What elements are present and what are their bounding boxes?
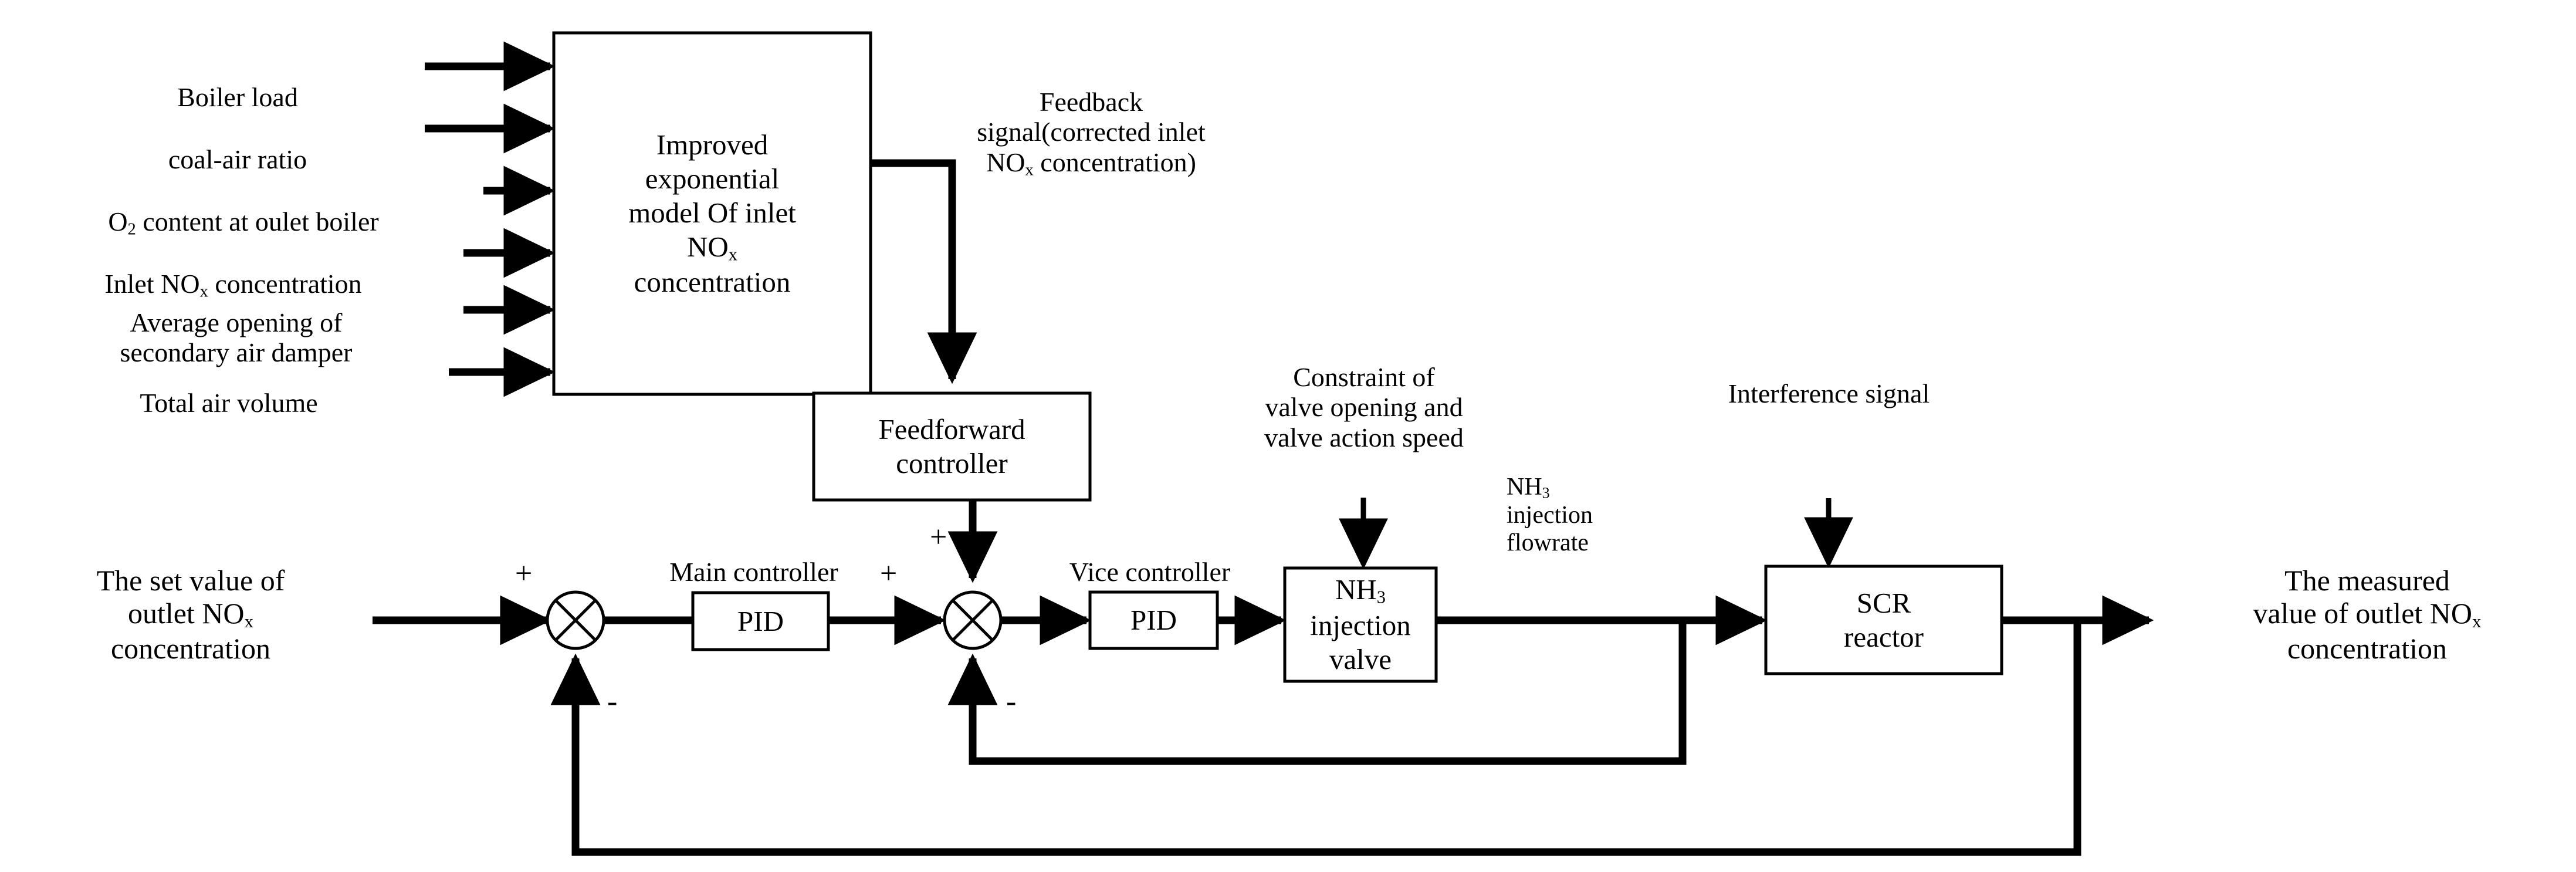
sum2-plus-top-sign: +	[930, 521, 947, 554]
input-label-inlet-nox: Inlet NOx concentration	[104, 268, 362, 300]
sum1-minus-sign: -	[607, 685, 618, 718]
outer-feedback-loop	[550, 620, 2081, 856]
vice-pid-block-outline	[1088, 590, 1219, 650]
inner-feedback-loop	[947, 620, 1687, 765]
nh3-valve-block-outline	[1283, 566, 1438, 683]
main-pid-block-outline	[691, 591, 830, 651]
input-label-secondary-air-damper: Average opening of secondary air damper	[120, 307, 353, 368]
sum-junction-1	[546, 590, 605, 650]
model-block-outline	[552, 31, 872, 396]
main-controller-annotation: Main controller	[669, 556, 838, 587]
vice-controller-annotation: Vice controller	[1069, 556, 1231, 587]
feedforward-block-outline	[812, 391, 1092, 502]
valve-constraint-annotation: Constraint of valve opening and valve ac…	[1264, 361, 1464, 452]
input-label-coal-air-ratio: coal-air ratio	[168, 144, 307, 174]
model-input-arrows	[425, 41, 556, 397]
sum2-minus-sign: -	[1006, 685, 1017, 718]
scr-reactor-block-outline	[1764, 565, 2003, 675]
input-label-total-air-volume: Total air volume	[140, 387, 318, 418]
interference-signal-annotation: Interference signal	[1728, 378, 1930, 408]
input-label-boiler-load: Boiler load	[177, 82, 298, 112]
input-label-o2-content: O2 content at oulet boiler	[108, 206, 379, 238]
model-to-feedforward-link	[871, 159, 977, 384]
sum2-plus-left-sign: +	[880, 557, 898, 590]
sum1-plus-sign: +	[515, 557, 533, 590]
sum-junction-2	[943, 590, 1003, 650]
